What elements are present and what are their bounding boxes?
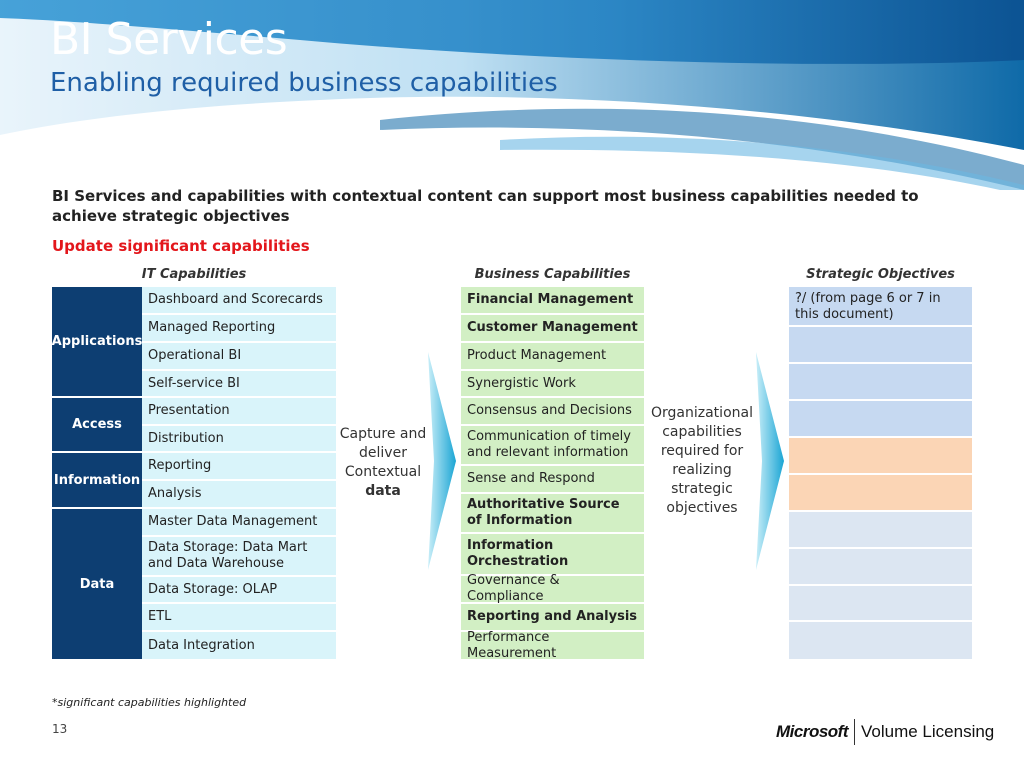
it-item: Managed Reporting [142, 315, 336, 343]
it-item: Self-service BI [142, 371, 336, 398]
update-note: Update significant capabilities [52, 237, 310, 255]
business-capability-item: Product Management [461, 343, 644, 371]
capture-line-4: data [365, 483, 401, 499]
capture-line-2: deliver [359, 445, 407, 461]
it-item: Distribution [142, 426, 336, 453]
group-information: Information [52, 453, 142, 509]
business-capability-item: Communication of timely and relevant inf… [461, 426, 644, 466]
it-item: Master Data Management [142, 509, 336, 537]
it-item: Data Storage: Data Mart and Data Warehou… [142, 537, 336, 577]
logo-brand: Microsoft [776, 722, 849, 741]
strategic-objective-cell [789, 622, 972, 659]
business-capability-item: Authoritative Source of Information [461, 494, 644, 534]
business-capability-item: Consensus and Decisions [461, 398, 644, 426]
microsoft-volume-licensing-logo: Microsoft Volume Licensing [776, 718, 994, 746]
group-data: Data [52, 509, 142, 659]
capture-text: Capture and deliver Contextual data [338, 425, 428, 501]
page-title: BI Services [50, 14, 288, 65]
strategic-objectives-header: Strategic Objectives [806, 267, 955, 282]
group-applications: Applications [52, 287, 142, 398]
strategic-objective-cell [789, 327, 972, 364]
business-capability-item: Sense and Respond [461, 466, 644, 494]
it-item: Dashboard and Scorecards [142, 287, 336, 315]
page-number: 13 [52, 722, 68, 736]
footnote: *significant capabilities highlighted [52, 696, 247, 709]
strategic-objective-cell [789, 512, 972, 549]
header-banner [0, 0, 1024, 190]
it-item: Analysis [142, 481, 336, 509]
chevron-right-icon [428, 352, 456, 570]
strategic-objective-cell: ?/ (from page 6 or 7 in this document) [789, 287, 972, 327]
chevron-right-icon [756, 352, 784, 570]
it-capabilities-header: IT Capabilities [141, 267, 247, 282]
capture-line-3: Contextual [344, 464, 422, 480]
business-capability-item: Reporting and Analysis [461, 604, 644, 632]
headline: BI Services and capabilities with contex… [52, 187, 919, 225]
business-capability-item: Information Orchestration [461, 534, 644, 576]
business-capability-item: Governance & Compliance [461, 573, 644, 604]
business-capability-item: Synergistic Work [461, 371, 644, 398]
capture-line-1: Capture and [339, 426, 427, 442]
strategic-objective-cell [789, 364, 972, 401]
logo-divider [854, 719, 855, 745]
page-subtitle: Enabling required business capabilities [50, 68, 558, 98]
it-item: Data Integration [142, 632, 336, 659]
it-item: Reporting [142, 453, 336, 481]
it-item: Data Storage: OLAP [142, 577, 336, 604]
it-item: ETL [142, 604, 336, 632]
business-capability-item: Performance Measurement [461, 630, 644, 661]
strategic-objective-cell [789, 475, 972, 512]
strategic-objective-cell [789, 438, 972, 475]
logo-product: Volume Licensing [861, 722, 995, 741]
strategic-objective-cell [789, 586, 972, 622]
it-item: Operational BI [142, 343, 336, 371]
business-capability-item: Financial Management [461, 287, 644, 315]
organizational-text: Organizational capabilities required for… [651, 405, 753, 516]
business-capability-item: Customer Management [461, 315, 644, 343]
business-capabilities-header: Business Capabilities [474, 267, 631, 282]
strategic-objective-cell [789, 401, 972, 438]
group-access: Access [52, 398, 142, 453]
strategic-objective-cell [789, 549, 972, 586]
it-item: Presentation [142, 398, 336, 426]
